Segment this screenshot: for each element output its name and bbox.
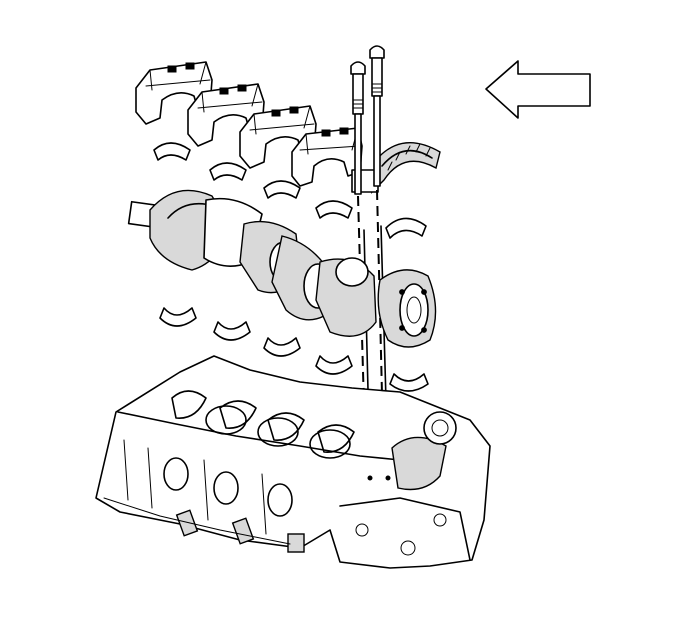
upper-bearing-inserts	[153, 142, 427, 239]
bearing-insert-icon	[153, 142, 191, 161]
bearing-insert-icon	[315, 355, 353, 375]
engine-block-icon	[95, 355, 491, 569]
bearing-cap-1	[135, 61, 213, 125]
crankshaft-icon	[127, 189, 437, 348]
bolt-icon	[350, 61, 366, 195]
bearing-insert-icon	[389, 373, 429, 392]
bearing-insert-icon	[209, 162, 247, 181]
bearing-cap-2	[187, 83, 265, 147]
bearing-insert-icon	[315, 200, 353, 219]
bearing-insert-icon	[385, 217, 427, 239]
bearing-insert-icon	[213, 321, 251, 341]
arrow-left-icon	[485, 60, 591, 119]
rear-main-bearing-cap	[351, 142, 441, 194]
bearing-insert-icon	[263, 180, 301, 199]
lower-bearing-inserts	[159, 307, 429, 392]
bolt-icon	[369, 45, 385, 187]
bearing-insert-icon	[159, 307, 197, 327]
bearing-insert-icon	[263, 337, 301, 357]
main-bearing-caps	[135, 61, 363, 187]
